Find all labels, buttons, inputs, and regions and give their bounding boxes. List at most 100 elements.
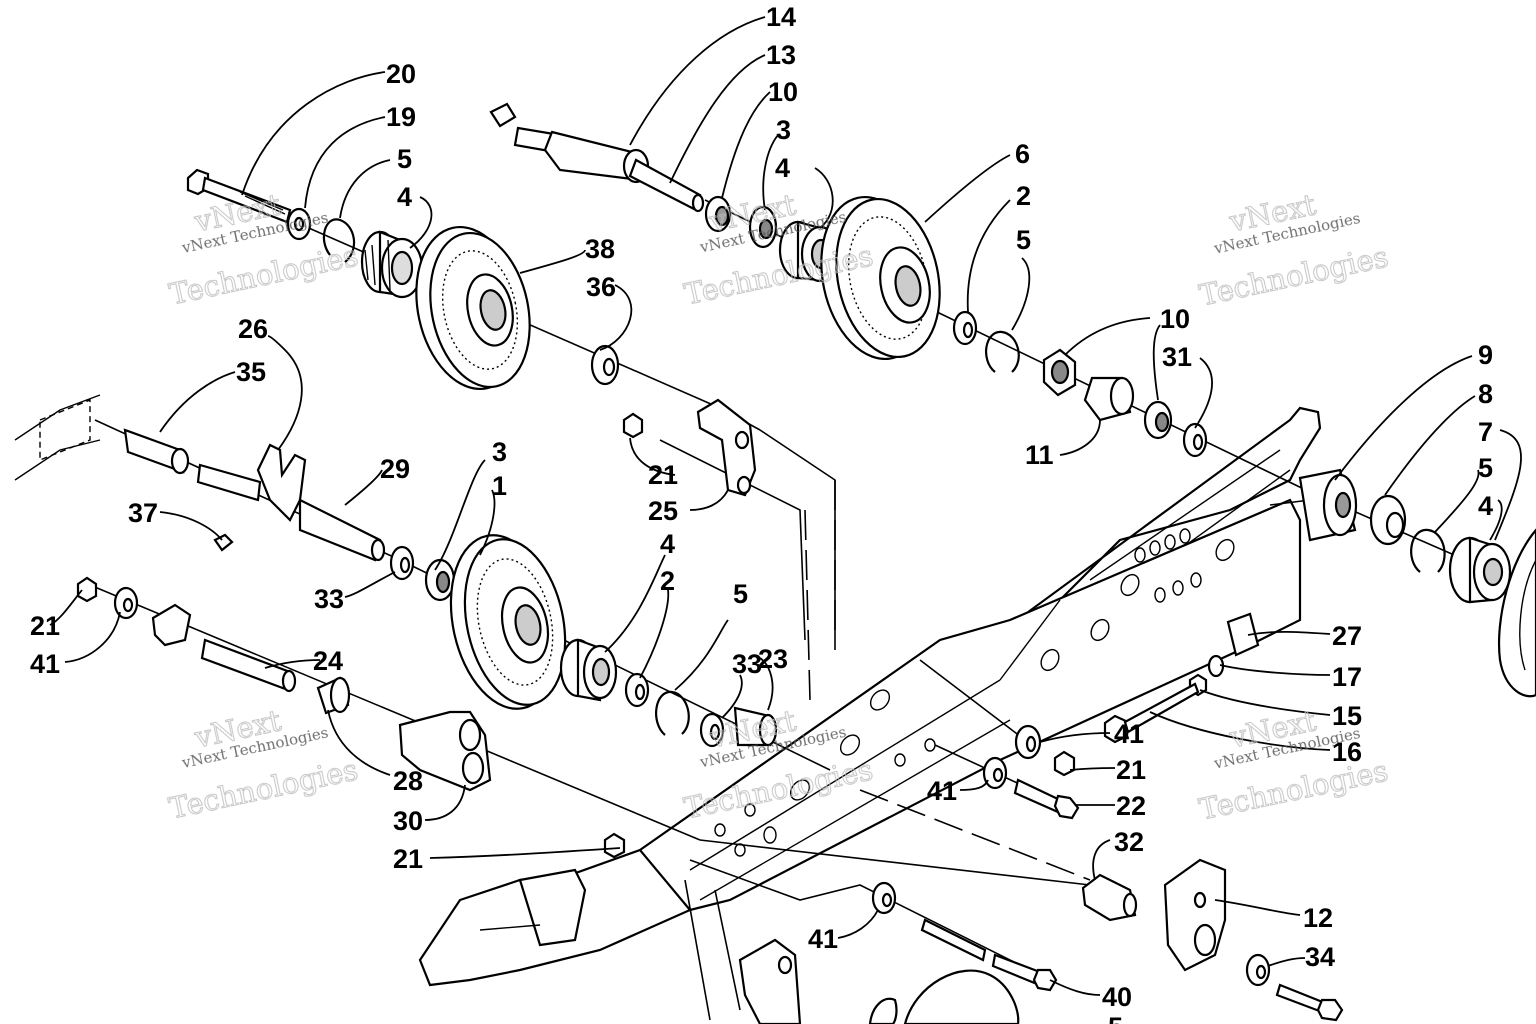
callout-36: 36 <box>586 272 616 302</box>
idler-wheel-38 <box>415 225 531 391</box>
spacer-27 <box>1226 612 1260 657</box>
callout-7: 7 <box>1478 417 1493 447</box>
snap-ring-5 <box>655 690 690 736</box>
callout-15: 15 <box>1332 701 1362 731</box>
pivot-shaft-35 <box>123 428 262 502</box>
washer-31 <box>1182 422 1208 458</box>
pivot-block-30 <box>398 710 492 792</box>
callout-21: 21 <box>648 460 678 490</box>
washer-2 <box>952 310 978 346</box>
callout-4: 4 <box>397 182 412 212</box>
callout-41: 41 <box>927 776 957 806</box>
callout-5: 5 <box>1108 1012 1123 1024</box>
callout-10: 10 <box>768 77 798 107</box>
callout-29: 29 <box>380 454 410 484</box>
hub-9 <box>1298 468 1358 542</box>
callout-22: 22 <box>1116 791 1146 821</box>
nut-21 <box>603 832 626 859</box>
callout-20: 20 <box>386 59 416 89</box>
callout-35: 35 <box>236 357 266 387</box>
bushing-23 <box>733 706 778 747</box>
washer-19 <box>286 207 312 241</box>
idler-wheel-6 <box>820 195 941 361</box>
washer-8 <box>1369 494 1407 546</box>
callout-33: 33 <box>732 649 762 679</box>
callout-31: 31 <box>1162 342 1192 372</box>
callout-41: 41 <box>808 924 838 954</box>
callout-10: 10 <box>1160 304 1190 334</box>
callout-5: 5 <box>397 144 412 174</box>
nut-21 <box>76 576 98 603</box>
washer-34 <box>1245 953 1271 987</box>
washer-3 <box>424 558 456 602</box>
washer-41 <box>113 586 139 620</box>
hex-nut-10 <box>1042 348 1077 397</box>
snap-ring-5 <box>322 218 356 263</box>
spacer-washer-36 <box>590 344 620 386</box>
callout-25: 25 <box>648 496 678 526</box>
callout-27: 27 <box>1332 621 1362 651</box>
callout-2: 2 <box>1016 181 1031 211</box>
callout-3: 3 <box>776 115 791 145</box>
callout-21: 21 <box>30 611 60 641</box>
callout-41: 41 <box>30 649 60 679</box>
callout-40: 40 <box>1102 982 1132 1012</box>
bearing-4 <box>1448 536 1512 604</box>
idler-wheel <box>868 969 1020 1024</box>
callout-34: 34 <box>1305 942 1335 972</box>
washer-33 <box>699 712 725 748</box>
washer-41 <box>871 881 897 915</box>
bolt-22 <box>1013 778 1080 820</box>
bushing-32 <box>1081 873 1138 922</box>
callout-17: 17 <box>1332 662 1362 692</box>
callout-11: 11 <box>1025 440 1054 470</box>
callout-28: 28 <box>393 766 423 796</box>
callout-26: 26 <box>238 314 268 344</box>
callout-12: 12 <box>1303 903 1333 933</box>
nut-21 <box>1053 750 1076 777</box>
callout-labels: 20 19 5 4 38 14 13 10 3 4 6 2 5 36 10 31… <box>30 2 1493 1024</box>
callout-6: 6 <box>1015 139 1030 169</box>
nut-21 <box>622 412 644 439</box>
callout-4: 4 <box>775 153 790 183</box>
bolt-16 <box>1103 682 1200 744</box>
callout-32: 32 <box>1114 827 1144 857</box>
callout-1: 1 <box>492 471 507 501</box>
washer-41 <box>1014 724 1042 760</box>
callout-30: 30 <box>393 806 423 836</box>
bushing-11 <box>1083 376 1135 422</box>
callout-21: 21 <box>1116 755 1146 785</box>
nut-10 <box>704 195 732 233</box>
callout-21: 21 <box>393 844 423 874</box>
pivot-arm-26 <box>256 443 307 522</box>
callout-16: 16 <box>1332 737 1362 767</box>
axle-14 <box>489 102 705 213</box>
callout-9: 9 <box>1478 340 1493 370</box>
callout-41: 41 <box>1114 719 1144 749</box>
callout-3: 3 <box>492 437 507 467</box>
callout-37: 37 <box>128 498 158 528</box>
shaft-29 <box>298 498 386 562</box>
callout-19: 19 <box>386 102 416 132</box>
washer-33 <box>389 545 415 581</box>
idler-wheel-1 <box>449 534 567 710</box>
callout-14: 14 <box>766 2 796 32</box>
washer-41 <box>982 756 1008 790</box>
bracket-block <box>151 603 192 647</box>
callout-13: 13 <box>766 40 796 70</box>
callout-38: 38 <box>585 234 615 264</box>
bushing-28 <box>316 676 351 715</box>
snap-ring-5 <box>1410 528 1446 573</box>
callout-4: 4 <box>1478 491 1493 521</box>
snap-ring-5 <box>985 330 1020 373</box>
washer-3 <box>748 205 778 249</box>
callout-5: 5 <box>733 579 748 609</box>
leader-lines <box>49 16 1522 996</box>
grease-fitting-37 <box>213 533 234 552</box>
callout-8: 8 <box>1478 379 1493 409</box>
callout-24: 24 <box>313 646 343 676</box>
washer-2 <box>624 672 650 708</box>
callout-2: 2 <box>660 566 675 596</box>
pivot-arm-25 <box>696 398 757 497</box>
